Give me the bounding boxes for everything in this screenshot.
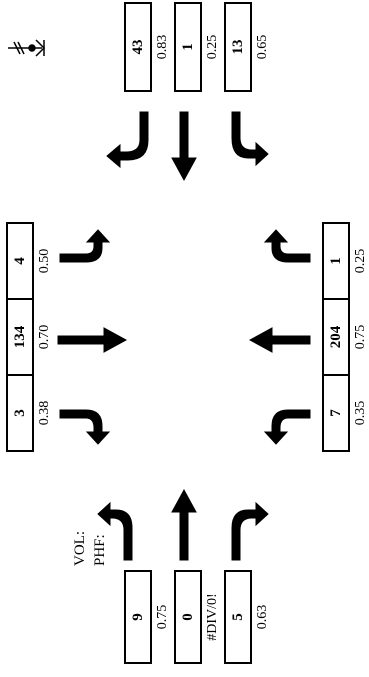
right-approach-2: 204 0.75: [322, 298, 369, 376]
phf-value: 0.35: [353, 400, 368, 426]
phf-value: 0.25: [353, 248, 368, 274]
top-approach-3: 13 0.65: [224, 2, 274, 92]
right-left-turn-arrow: [263, 229, 311, 263]
vol-box: 134: [6, 298, 34, 376]
bottom-approach-3: 5 0.63: [224, 570, 274, 664]
right-approach-3: 1 0.25: [322, 222, 369, 300]
left-approach-3: 4 0.50: [6, 222, 56, 300]
vol-box: 9: [124, 570, 152, 664]
vol-box: 7: [322, 374, 350, 452]
left-approach-1: 3 0.38: [6, 374, 56, 452]
left-right-turn-arrow: [59, 229, 111, 263]
vol-box: 1: [174, 2, 202, 92]
top-right-turn-arrow: [106, 111, 149, 169]
right-through-arrow: [248, 327, 311, 353]
vol-box: 13: [224, 2, 252, 92]
phf-value: 0.50: [37, 248, 52, 274]
right-approach-1: 7 0.35: [322, 374, 369, 452]
north-arrow-icon: [8, 39, 46, 57]
left-through-arrow: [57, 327, 128, 353]
phf-value: 0.83: [155, 34, 170, 60]
phf-value: 0.65: [255, 34, 270, 60]
top-approach-1: 43 0.83: [124, 2, 174, 92]
vol-box: 3: [6, 374, 34, 452]
phf-value: 0.38: [37, 400, 52, 426]
phf-legend-label: PHF:: [91, 534, 108, 566]
phf-value: 0.70: [37, 324, 52, 350]
vol-box: 0: [174, 570, 202, 664]
top-approach-2: 1 0.25: [174, 2, 224, 92]
left-approach-2: 134 0.70: [6, 298, 56, 376]
top-left-turn-arrow: [231, 111, 269, 167]
top-through-arrow: [171, 111, 197, 182]
vol-box: 5: [224, 570, 252, 664]
vol-box: 43: [124, 2, 152, 92]
phf-value: 0.75: [155, 604, 170, 630]
vol-box: 204: [322, 298, 350, 376]
bottom-approach-2: 0 #DIV/0!: [174, 570, 224, 664]
phf-value: 0.63: [255, 604, 270, 630]
vol-legend-label: VOL:: [71, 531, 88, 566]
bottom-through-arrow: [171, 488, 197, 561]
vol-box: 1: [322, 222, 350, 300]
phf-value: 0.75: [353, 324, 368, 350]
bottom-right-turn-arrow: [231, 501, 269, 561]
right-right-turn-arrow: [263, 409, 311, 445]
legend: VOL: PHF:: [70, 516, 110, 566]
phf-value: 0.25: [205, 34, 220, 60]
phf-value: #DIV/0!: [205, 593, 220, 641]
bottom-approach-1: 9 0.75: [124, 570, 174, 664]
left-left-turn-arrow: [59, 409, 111, 445]
bottom-left-turn-arrow: [97, 501, 133, 561]
vol-box: 4: [6, 222, 34, 300]
